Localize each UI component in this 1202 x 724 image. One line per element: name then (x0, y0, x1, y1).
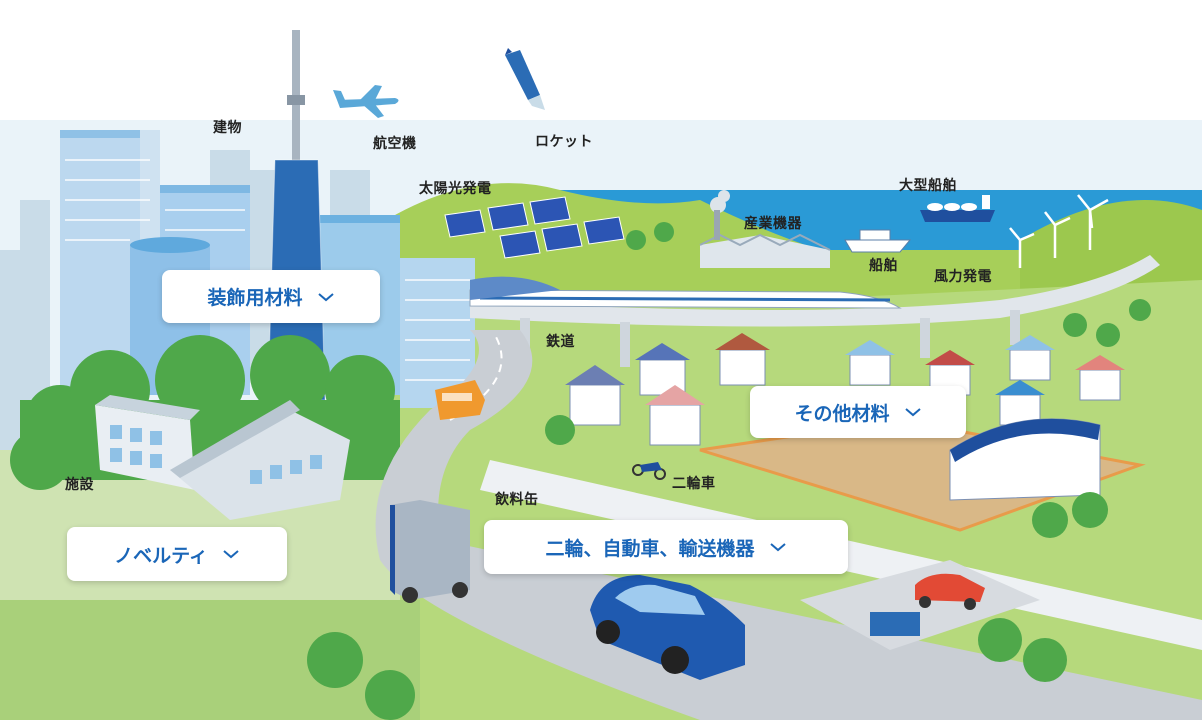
trees-right (307, 222, 1151, 720)
chevron-down-icon (904, 408, 921, 417)
label-wind: 風力発電 (934, 269, 992, 285)
transport-equipment-label: 二輪、自動車、輸送機器 (545, 537, 755, 560)
label-solar: 太陽光発電 (419, 181, 492, 197)
vehicles (390, 380, 745, 680)
other-materials-label: その他材料 (794, 402, 890, 425)
label-facility: 施設 (65, 477, 94, 493)
houses (565, 333, 1125, 446)
novelty-button[interactable]: ノベルティ (67, 527, 287, 581)
label-rocket: ロケット (535, 134, 593, 150)
other-materials-button[interactable]: その他材料 (750, 386, 966, 438)
novelty-label: ノベルティ (114, 544, 208, 567)
label-building: 建物 (213, 120, 242, 136)
label-ship: 船舶 (869, 258, 898, 274)
airplane (333, 85, 399, 118)
label-large-ship: 大型船舶 (899, 178, 957, 194)
railway (469, 255, 1160, 367)
wind-turbines (1009, 194, 1109, 268)
label-aircraft: 航空機 (373, 136, 417, 152)
school (699, 418, 1146, 532)
label-beverage-can: 飲料缶 (495, 492, 539, 508)
label-railway: 鉄道 (546, 334, 575, 350)
decorative-materials-button[interactable]: 装飾用材料 (162, 270, 380, 323)
facility-buildings (95, 395, 350, 520)
factory (699, 190, 831, 268)
solar-panels (444, 196, 625, 259)
rocket (505, 48, 545, 110)
decorative-materials-label: 装飾用材料 (207, 287, 303, 309)
label-motorcycle: 二輪車 (672, 476, 716, 492)
ships (844, 195, 995, 253)
chevron-down-icon (223, 550, 239, 559)
chevron-down-icon (769, 543, 786, 552)
label-industrial: 産業機器 (744, 216, 802, 232)
transport-equipment-button[interactable]: 二輪、自動車、輸送機器 (484, 520, 848, 574)
chevron-down-icon (317, 292, 334, 301)
parking-lot (800, 560, 1040, 650)
